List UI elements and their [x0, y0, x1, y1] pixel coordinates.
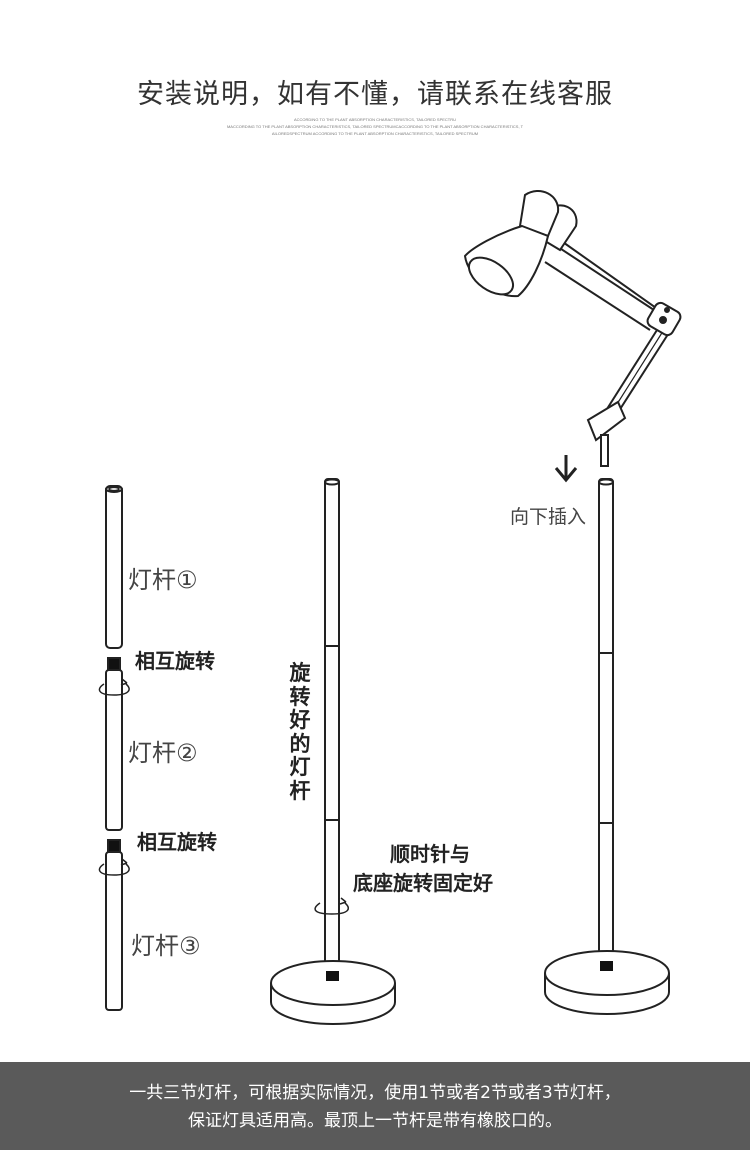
assembled-pole — [314, 478, 349, 972]
assembled-pole-label: 旋转好的灯杆 — [289, 661, 311, 803]
round-base-right — [544, 950, 670, 1015]
right-pole — [598, 478, 614, 972]
fine-print-line-2: MACCORDING TO THE PLANT ABSORPTION CHARA… — [226, 124, 524, 129]
footer-banner: 一共三节灯杆，可根据实际情况，使用1节或者2节或者3节灯杆， 保证灯具适用高。最… — [0, 1062, 750, 1150]
insert-down-label: 向下插入 — [510, 506, 587, 528]
base-instruction-line-2: 底座旋转固定好 — [353, 871, 493, 895]
pole-segment-1 — [105, 485, 123, 649]
rotate-label-2: 相互旋转 — [137, 830, 217, 854]
pole-segment-2 — [98, 657, 130, 831]
page-title: 安装说明，如有不懂，请联系在线客服 — [137, 79, 613, 110]
down-arrow-icon — [554, 455, 578, 483]
pole-1-label: 灯杆① — [128, 566, 198, 594]
base-instruction-line-1: 顺时针与 — [390, 842, 470, 866]
fine-print-line-1: ACCORDING TO THE PLANT ABSORPTION CHARAC… — [293, 117, 457, 122]
rotate-label-1: 相互旋转 — [135, 649, 215, 673]
pole-3-label: 灯杆③ — [131, 932, 201, 960]
lamp-head — [463, 190, 682, 467]
pole-segment-3 — [98, 839, 130, 1011]
pole-2-label: 灯杆② — [128, 739, 198, 767]
footer-line-2: 保证灯具适用高。最顶上一节杆是带有橡胶口的。 — [188, 1111, 562, 1131]
round-base-middle — [270, 960, 396, 1025]
footer-line-1: 一共三节灯杆，可根据实际情况，使用1节或者2节或者3节灯杆， — [129, 1083, 621, 1103]
fine-print-line-3: AILOREDSPECTRUM ACCORDING TO THE PLANT A… — [271, 131, 479, 136]
